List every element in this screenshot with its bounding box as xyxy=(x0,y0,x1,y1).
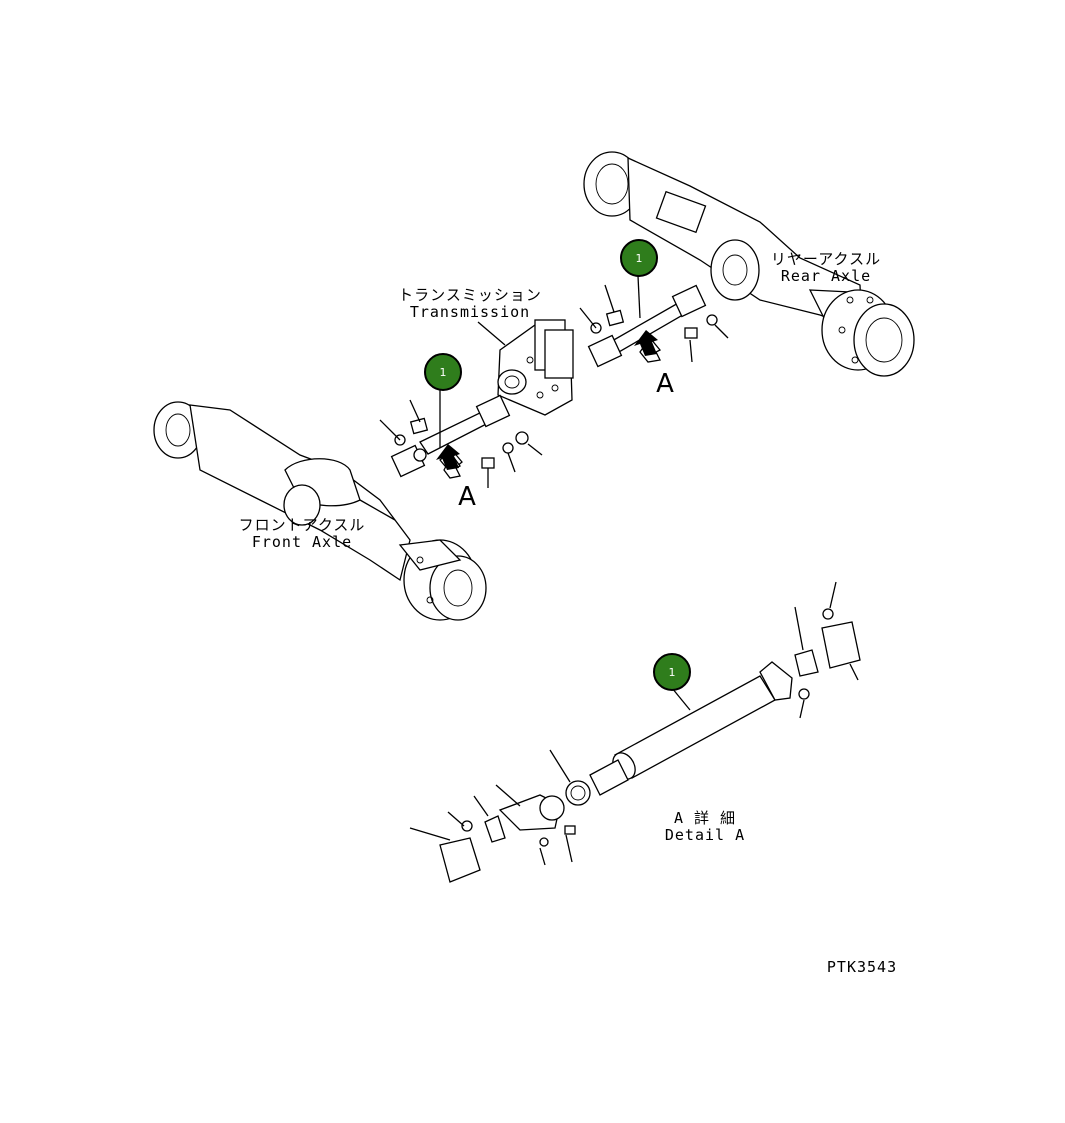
transmission-label-en: Transmission xyxy=(410,303,530,321)
view-a-label-front: A xyxy=(458,482,476,512)
transmission-label-jp: トランスミッション xyxy=(398,286,542,304)
view-arrow-a-front xyxy=(436,444,460,470)
rear-axle xyxy=(583,151,915,377)
callout-1-rear-shaft-number: 1 xyxy=(636,252,643,265)
view-a-label-rear: A xyxy=(656,369,674,399)
rear-axle-label-en: Rear Axle xyxy=(781,267,871,285)
front-axle-label-en: Front Axle xyxy=(252,533,352,551)
view-arrow-a-rear xyxy=(634,330,658,356)
callout-1-detail-shaft-number: 1 xyxy=(669,666,676,679)
detail-a-label-jp: A 詳 細 xyxy=(674,809,736,827)
fasteners xyxy=(394,309,718,469)
transmission xyxy=(477,319,574,416)
callout-1-front-shaft-number: 1 xyxy=(440,366,447,379)
callout-1-rear-shaft[interactable]: 1 xyxy=(620,239,658,277)
front-axle xyxy=(153,401,487,621)
detail-a-label-en: Detail A xyxy=(665,826,745,844)
rear-axle-label-jp: リヤーアクスル xyxy=(771,250,881,268)
figure-code: PTK3543 xyxy=(827,958,897,976)
leader-lines xyxy=(379,275,729,711)
detail-a-exploded-shaft xyxy=(409,581,861,883)
callout-1-front-shaft[interactable]: 1 xyxy=(424,353,462,391)
front-axle-label-jp: フロントアクスル xyxy=(239,516,366,534)
callout-1-detail-shaft[interactable]: 1 xyxy=(653,653,691,691)
